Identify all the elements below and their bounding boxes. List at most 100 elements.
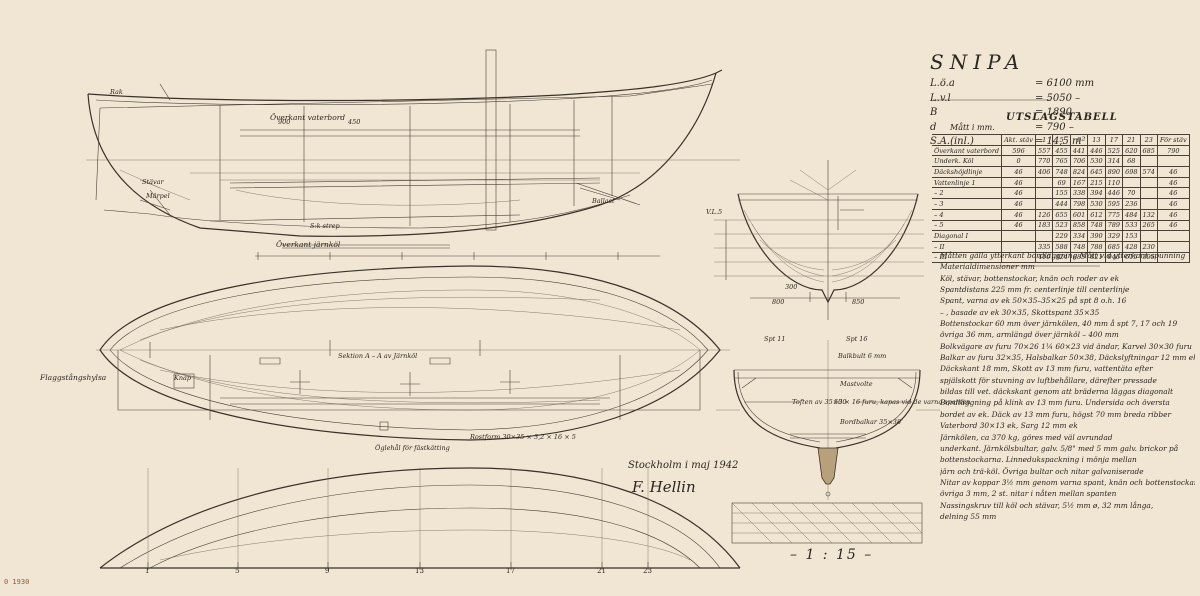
offset-table-cell [1139, 198, 1158, 210]
offset-table-cell: Däckshöjdlinje [932, 166, 1003, 178]
offset-table-header-cell: För stäv [1156, 134, 1190, 146]
offset-table-cell: 46 [1001, 166, 1036, 178]
signature-name: F. Hellin [632, 478, 696, 496]
offset-table-cell: 46 [1001, 219, 1036, 232]
note-line: Nitar av koppar 3½ mm genom varna spant,… [940, 477, 1195, 487]
offset-table-cell: 765 [1052, 155, 1071, 168]
offset-table-header-cell: 9 [1069, 134, 1089, 146]
offset-table-cell: 70 [1122, 187, 1141, 200]
offset-table-cell: 68 [1122, 155, 1141, 168]
offset-table-cell: 441 [1069, 144, 1089, 157]
note-line: Spantdistans 225 mm fr. centerlinje till… [940, 285, 1130, 295]
offset-table-cell [1034, 176, 1054, 189]
archive-stamp: 0 1930 [4, 578, 30, 586]
note-line: järn och trä-köl. Övriga bultar och nita… [940, 466, 1144, 476]
note-line: – , basade av ek 30×35, Skottspant 35×35 [940, 307, 1100, 317]
dim-900: 900 [278, 118, 291, 126]
note-line: Balkar av furu 32×35, Halsbalkar 50×38, … [940, 353, 1195, 363]
offset-table-cell: – 4 [932, 208, 1003, 221]
offset-table-cell: 523 [1052, 219, 1071, 232]
offset-table-header-cell: 5 [1052, 134, 1071, 146]
offset-table-cell [1034, 198, 1054, 210]
offset-table-cell: 236 [1122, 198, 1141, 210]
station-axis [147, 562, 649, 570]
label-flaggstang: Flaggstångshylsa [40, 373, 107, 382]
note-line: underkant. Järnkölsbultar, galv. 5/8" me… [940, 443, 1179, 453]
dim-450: 450 [348, 118, 361, 126]
station-label: 5 [235, 567, 240, 575]
offset-table-header-cell [932, 134, 1003, 146]
note-line: Måtten gälla ytterkant bordläggning Mått… [940, 251, 1186, 260]
offset-table-cell: 167 [1069, 176, 1089, 189]
offset-table-cell [1156, 230, 1190, 242]
note-line: delning 55 mm [940, 511, 997, 521]
offset-table-cell [1122, 176, 1141, 189]
offset-table-cell: 533 [1122, 219, 1141, 232]
offset-table-cell: 645 [1087, 166, 1106, 178]
label-overkant-jarnkol: Överkant järnköl [276, 240, 341, 249]
offset-table-cell: 215 [1087, 176, 1106, 189]
offset-table-cell: Diagonal I [932, 230, 1003, 242]
offset-table-cell: 530 [1087, 198, 1106, 210]
offset-table-cell: 394 [1087, 187, 1106, 200]
offset-table-cell: 444 [1052, 198, 1071, 210]
offset-table-cell: 329 [1104, 230, 1124, 242]
dimension-row: L.ö.a= 6100 mm [930, 78, 1115, 93]
offset-table-cell: 406 [1034, 166, 1054, 178]
offset-table-cell: 446 [1104, 187, 1124, 200]
body-plan-view [714, 160, 924, 320]
offset-table-cell: 153 [1122, 230, 1141, 242]
offset-table-cell: 706 [1069, 155, 1089, 168]
offset-table-cell: 790 [1156, 144, 1190, 157]
note-line: Vaterbord 30×13 ek, Sarg 12 mm ek [940, 421, 1078, 431]
offset-table-cell: 698 [1122, 166, 1141, 178]
offset-table-cell: 455 [1052, 144, 1071, 157]
offset-table-cell: 0 [1001, 155, 1036, 168]
offset-table-header-cell: 1 [1034, 134, 1054, 146]
label-ballast: Ballast [592, 197, 615, 205]
dimension-row: L.v.l= 5050 – [930, 93, 1115, 108]
offset-table-cell: 110 [1104, 176, 1124, 189]
offset-table-cell: 46 [1156, 187, 1190, 200]
dim-300: 300 [785, 283, 798, 291]
note-line: spjälskott för stuvning av luftbehållare… [940, 375, 1157, 385]
offset-table-cell: 132 [1139, 208, 1158, 221]
specification-notes: Måtten gälla ytterkant bordläggning Mått… [940, 250, 1195, 522]
offset-table-cell: 824 [1069, 166, 1089, 178]
label-stavar: Stävar [142, 178, 164, 186]
offset-table-cell: 530 [1087, 155, 1106, 168]
dimension-label: L.ö.a [930, 78, 955, 89]
offset-table-header-cell: 23 [1139, 134, 1158, 146]
note-line: bildas till vet. däckskant genom att brä… [940, 387, 1174, 397]
note-line: Bordläggning på klink av 13 mm furu. Und… [940, 398, 1170, 408]
offset-table-cell: – 5 [932, 219, 1003, 232]
label-bordbalkar: Bordbalkar 35×38 [840, 418, 902, 426]
dimension-value: = 5050 – [1035, 92, 1081, 104]
dim-850: 850 [852, 298, 865, 306]
dimension-row: B= 1890 – [930, 107, 1115, 122]
offset-table-title: UTSLAGSTABELL [1006, 112, 1118, 123]
offset-table-cell: 557 [1034, 144, 1054, 157]
offset-table-cell: 484 [1122, 208, 1141, 221]
offset-table-cell: 770 [1034, 155, 1054, 168]
note-line: övriga 36 mm, armlängd över järnköl – 40… [940, 330, 1119, 340]
label-sektion: Sektion A – A av Järnköl [338, 352, 418, 360]
label-knap: Knap [174, 374, 192, 382]
offset-table-cell: 265 [1139, 219, 1158, 232]
offset-table-cell: 334 [1069, 230, 1089, 242]
dimension-label: d [930, 121, 937, 133]
offset-table-cell: 748 [1087, 219, 1106, 232]
offset-table-header-cell: 13 [1087, 134, 1106, 146]
offset-table-cell: 46 [1156, 176, 1190, 189]
offset-table-cell: 525 [1104, 144, 1124, 157]
station-label: 1 [145, 567, 150, 575]
